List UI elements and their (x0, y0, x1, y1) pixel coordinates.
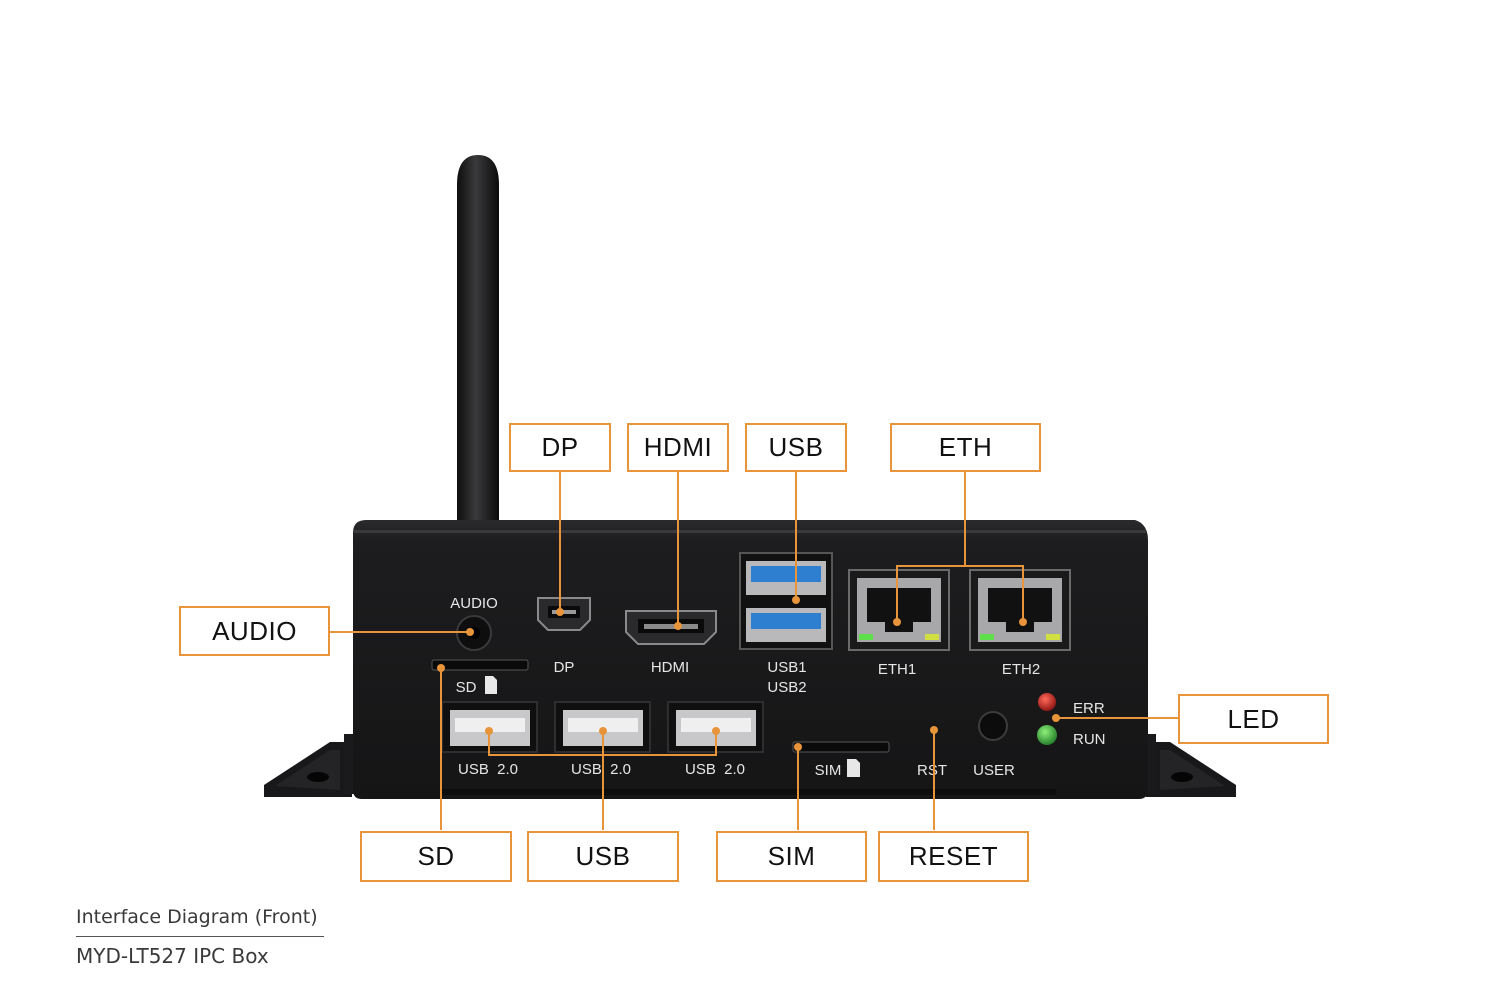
leader-lines (330, 471, 1178, 830)
callout-audio: AUDIO (179, 606, 330, 656)
ethernet-port-1 (848, 569, 950, 651)
callout-hdmi: HDMI (627, 423, 729, 472)
silk-usb20-2-label: USB 2.0 (571, 761, 631, 778)
audio-jack (456, 615, 492, 651)
silk-dp-label: DP (554, 659, 575, 676)
ethernet-port-2 (969, 569, 1071, 651)
silk-user-label: USER (973, 762, 1015, 779)
silk-run-label: RUN (1073, 731, 1106, 748)
silk-err-label: ERR (1073, 700, 1105, 717)
callout-reset: RESET (878, 831, 1029, 882)
callout-eth: ETH (890, 423, 1041, 472)
usb3-stacked-ports (739, 552, 833, 650)
callout-dp: DP (509, 423, 611, 472)
sd-card-slot (431, 659, 529, 671)
silk-hdmi-label: HDMI (651, 659, 689, 676)
caption-model: MYD-LT527 IPC Box (76, 944, 269, 968)
silk-usb2-label: USB2 (767, 679, 806, 696)
user-button (978, 711, 1008, 741)
callout-usb-bottom: USB (527, 831, 679, 882)
silk-rst-label: RST (917, 762, 947, 779)
sim-card-icon (847, 759, 860, 777)
silk-sd-label: SD (456, 679, 477, 696)
run-led (1037, 725, 1057, 745)
silk-audio-label: AUDIO (450, 595, 498, 612)
callout-led: LED (1178, 694, 1329, 744)
antenna (457, 155, 499, 520)
displayport-connector (537, 597, 591, 631)
sim-card-slot (792, 741, 890, 753)
caption-title: Interface Diagram (Front) (76, 906, 318, 928)
mounting-bracket-left (264, 734, 354, 797)
silk-eth1-label: ETH1 (878, 661, 916, 678)
silk-sim-label: SIM (815, 762, 842, 779)
hdmi-connector (625, 610, 717, 645)
usb2-port-2 (554, 701, 651, 753)
callout-sim: SIM (716, 831, 867, 882)
callout-usb-top: USB (745, 423, 847, 472)
mounting-bracket-right (1146, 734, 1236, 797)
caption-divider (76, 936, 324, 937)
sd-card-icon (485, 676, 497, 694)
silk-usb1-label: USB1 (767, 659, 806, 676)
leader-dots (437, 596, 1060, 751)
callout-sd: SD (360, 831, 512, 882)
err-led (1038, 693, 1056, 711)
silk-eth2-label: ETH2 (1002, 661, 1040, 678)
silk-usb20-3-label: USB 2.0 (685, 761, 745, 778)
silk-usb20-1-label: USB 2.0 (458, 761, 518, 778)
